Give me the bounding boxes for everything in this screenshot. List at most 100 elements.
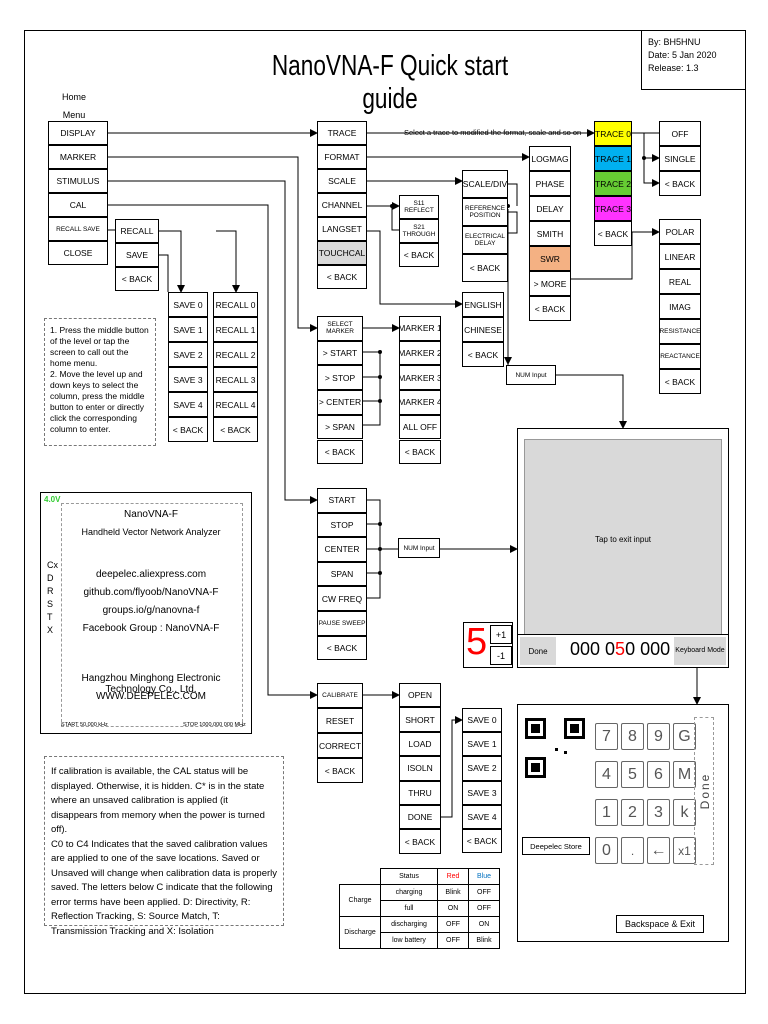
done-button[interactable]: Done [520, 637, 556, 665]
lang-item-back[interactable]: < BACK [462, 342, 504, 367]
key-8[interactable]: 8 [621, 723, 644, 750]
key-5[interactable]: 5 [621, 761, 644, 788]
stimulus-item-pause-sweep[interactable]: PAUSE SWEEP [317, 611, 367, 636]
tap-to-exit-area[interactable]: Tap to exit input [524, 439, 722, 639]
save-item-save-0[interactable]: SAVE 0 [168, 292, 208, 317]
lang-item-chinese[interactable]: CHINESE [462, 317, 504, 342]
save-item-back[interactable]: < BACK [168, 417, 208, 442]
display-item-scale[interactable]: SCALE [317, 169, 367, 193]
trace-sub-item-single[interactable]: SINGLE [659, 146, 701, 171]
calibrate-item-thru[interactable]: THRU [399, 780, 441, 805]
marker-item-center[interactable]: > CENTER [317, 390, 363, 415]
calibrate-item-back[interactable]: < BACK [399, 829, 441, 854]
format-item-smith[interactable]: SMITH [529, 221, 571, 246]
display-item-trace[interactable]: TRACE [317, 121, 367, 145]
select-marker-item-marker-1[interactable]: MARKER 1 [399, 316, 441, 341]
cal-item-back[interactable]: < BACK [317, 758, 363, 783]
cal-save-item-save-4[interactable]: SAVE 4 [462, 804, 502, 829]
select-marker-item-back[interactable]: < BACK [399, 439, 441, 465]
trace-item-trace-0[interactable]: TRACE 0 [594, 121, 632, 146]
key-9[interactable]: 9 [647, 723, 670, 750]
marker-item-back[interactable]: < BACK [317, 439, 363, 465]
key-2[interactable]: 2 [621, 799, 644, 826]
key-7[interactable]: 7 [595, 723, 618, 750]
display-item-format[interactable]: FORMAT [317, 145, 367, 169]
stimulus-item-cw-freq[interactable]: CW FREQ [317, 586, 367, 611]
trace-sub-item-back[interactable]: < BACK [659, 171, 701, 196]
recall-save-item-save[interactable]: SAVE [115, 243, 159, 267]
calibrate-item-open[interactable]: OPEN [399, 683, 441, 708]
key-backspace[interactable]: ← [647, 837, 670, 864]
display-item-touchcal[interactable]: TOUCHCAL [317, 241, 367, 265]
lang-item-english[interactable]: ENGLISH [462, 292, 504, 317]
key-g[interactable]: G [673, 723, 696, 750]
select-marker-item-marker-3[interactable]: MARKER 3 [399, 365, 441, 391]
recall-item-recall-1[interactable]: RECALL 1 [213, 317, 258, 342]
num-input-screen[interactable]: Tap to exit input [517, 428, 729, 668]
format-item-swr[interactable]: SWR [529, 246, 571, 271]
stimulus-item-start[interactable]: START [317, 488, 367, 513]
scale-item-electrical-delay[interactable]: ELECTRICAL DELAY [462, 226, 508, 254]
cal-save-item-back[interactable]: < BACK [462, 829, 502, 854]
save-item-save-4[interactable]: SAVE 4 [168, 392, 208, 417]
select-marker-item-all-off[interactable]: ALL OFF [399, 414, 441, 440]
stimulus-item-back[interactable]: < BACK [317, 635, 367, 661]
num-input-label-2[interactable]: NUM Input [398, 538, 440, 558]
more-item-real[interactable]: REAL [659, 269, 701, 294]
scale-item-scale-div[interactable]: SCALE/DIV [462, 170, 508, 198]
key-4[interactable]: 4 [595, 761, 618, 788]
calibrate-item-short[interactable]: SHORT [399, 707, 441, 732]
recall-save-item-recall[interactable]: RECALL [115, 219, 159, 243]
display-item-back[interactable]: < BACK [317, 265, 367, 289]
recall-item-back[interactable]: < BACK [213, 417, 258, 442]
select-marker-item-marker-2[interactable]: MARKER 2 [399, 340, 441, 366]
format-item-phase[interactable]: PHASE [529, 171, 571, 196]
save-item-save-3[interactable]: SAVE 3 [168, 367, 208, 392]
cal-item-correct[interactable]: CORRECT [317, 733, 363, 758]
format-item-logmag[interactable]: LOGMAG [529, 146, 571, 171]
select-marker-item-marker-4[interactable]: MARKER 4 [399, 390, 441, 415]
marker-item-stop[interactable]: > STOP [317, 365, 363, 391]
key-1[interactable]: 1 [595, 799, 618, 826]
format-item-back[interactable]: < BACK [529, 296, 571, 321]
format-item-delay[interactable]: DELAY [529, 196, 571, 221]
stimulus-item-stop[interactable]: STOP [317, 512, 367, 538]
trace-item-trace-1[interactable]: TRACE 1 [594, 146, 632, 171]
cal-item-reset[interactable]: RESET [317, 708, 363, 733]
recall-save-item-back[interactable]: < BACK [115, 267, 159, 291]
trace-item-trace-3[interactable]: TRACE 3 [594, 196, 632, 221]
more-item-back[interactable]: < BACK [659, 369, 701, 394]
more-item-imag[interactable]: IMAG [659, 294, 701, 319]
home-item-stimulus[interactable]: STIMULUS [48, 169, 108, 193]
num-input-label-1[interactable]: NUM Input [506, 365, 556, 385]
trace-item-back[interactable]: < BACK [594, 221, 632, 246]
marker-item-span[interactable]: > SPAN [317, 414, 363, 440]
trace-sub-item-off[interactable]: OFF [659, 121, 701, 146]
calibrate-item-isoln[interactable]: ISOLN [399, 756, 441, 781]
stimulus-item-span[interactable]: SPAN [317, 561, 367, 587]
more-item-linear[interactable]: LINEAR [659, 244, 701, 269]
calibrate-item-done[interactable]: DONE [399, 805, 441, 830]
save-item-save-1[interactable]: SAVE 1 [168, 317, 208, 342]
marker-item-select-marker[interactable]: SELECT MARKER [317, 316, 363, 341]
home-item-recall-save[interactable]: RECALL SAVE [48, 217, 108, 241]
key-x1[interactable]: x1 [673, 837, 696, 864]
plus-one-button[interactable]: +1 [490, 625, 512, 644]
calibrate-item-load[interactable]: LOAD [399, 731, 441, 757]
key-6[interactable]: 6 [647, 761, 670, 788]
save-item-save-2[interactable]: SAVE 2 [168, 342, 208, 367]
home-item-marker[interactable]: MARKER [48, 145, 108, 169]
cal-item-calibrate[interactable]: CALIBRATE [317, 683, 363, 708]
more-item-polar[interactable]: POLAR [659, 219, 701, 244]
cal-save-item-save-3[interactable]: SAVE 3 [462, 780, 502, 805]
home-item-display[interactable]: DISPLAY [48, 121, 108, 145]
channel-item-s21-through[interactable]: S21 THROUGH [399, 219, 439, 243]
marker-item-start[interactable]: > START [317, 340, 363, 366]
key-k[interactable]: k [673, 799, 696, 826]
key-0[interactable]: 0 [595, 837, 618, 864]
done-key[interactable]: Done [694, 717, 714, 865]
keyboard-mode-button[interactable]: Keyboard Mode [674, 637, 726, 665]
home-item-cal[interactable]: CAL [48, 193, 108, 217]
cal-save-item-save-2[interactable]: SAVE 2 [462, 756, 502, 781]
recall-item-recall-3[interactable]: RECALL 3 [213, 367, 258, 392]
